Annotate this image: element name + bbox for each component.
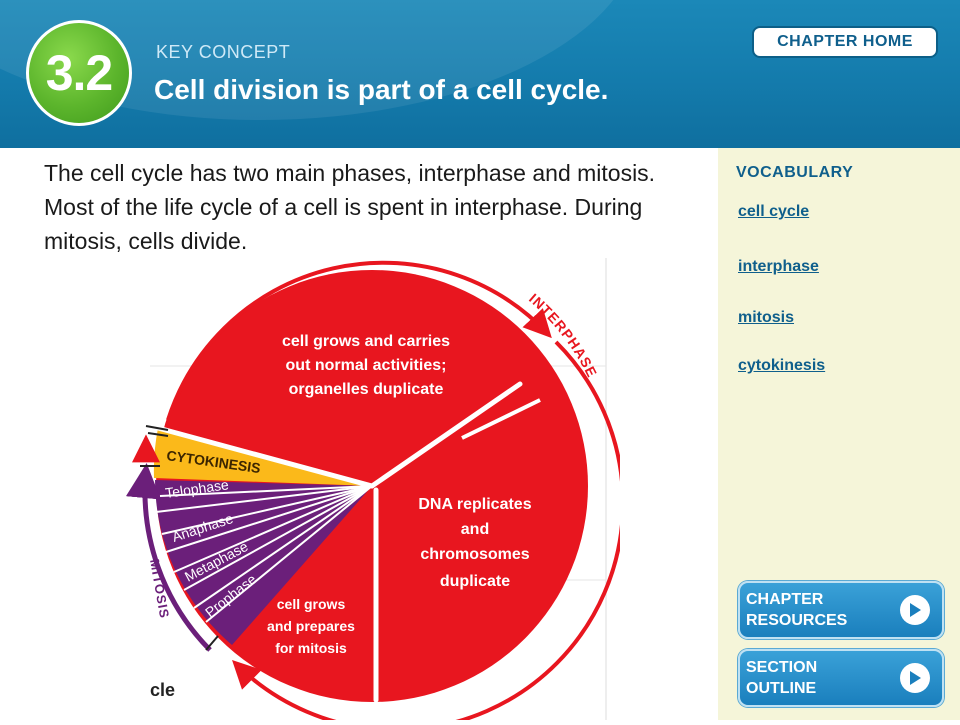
- section-outline-button[interactable]: SECTION OUTLINE: [738, 649, 944, 707]
- svg-text:out normal activities;: out normal activities;: [286, 357, 447, 374]
- vocab-link-mitosis[interactable]: mitosis: [738, 309, 795, 326]
- vocabulary-title: VOCABULARY: [736, 164, 854, 181]
- play-arrow-icon: [900, 663, 930, 693]
- svg-text:cell grows and carries: cell grows and carries: [282, 333, 450, 350]
- g1-description: cell grows and carries out normal activi…: [282, 333, 450, 398]
- svg-text:cell grows: cell grows: [277, 596, 346, 612]
- chapter-home-button[interactable]: CHAPTER HOME: [752, 26, 938, 58]
- chapter-resources-button[interactable]: CHAPTER RESOURCES: [738, 581, 944, 639]
- caption-fragment: cle: [150, 680, 175, 700]
- svg-text:organelles duplicate: organelles duplicate: [289, 381, 444, 398]
- mitosis-wedge: [155, 480, 372, 645]
- g2-description: cell grows and prepares for mitosis: [267, 596, 355, 656]
- svg-text:for mitosis: for mitosis: [275, 640, 347, 656]
- vocab-link-interphase[interactable]: interphase: [738, 258, 819, 275]
- page-title: Cell division is part of a cell cycle.: [154, 74, 609, 105]
- play-arrow-icon: [900, 595, 930, 625]
- svg-text:and prepares: and prepares: [267, 618, 355, 634]
- cell-cycle-diagram: INTERPHASE MITOSIS CYTOKINESIS Telophase…: [120, 256, 625, 725]
- vocab-link-cell-cycle[interactable]: cell cycle: [738, 203, 810, 220]
- vocab-link-cytokinesis[interactable]: cytokinesis: [738, 357, 826, 374]
- section-outline-label: SECTION OUTLINE: [746, 659, 818, 697]
- key-concept-label: KEY CONCEPT: [156, 42, 291, 62]
- svg-text:and: and: [461, 521, 489, 538]
- section-badge: 3.2: [26, 20, 132, 126]
- svg-text:duplicate: duplicate: [440, 573, 510, 590]
- svg-text:chromosomes: chromosomes: [420, 546, 529, 563]
- header-banner: [0, 0, 960, 148]
- chapter-resources-label: CHAPTER RESOURCES: [746, 591, 848, 629]
- intro-paragraph: The cell cycle has two main phases, inte…: [44, 160, 656, 254]
- svg-text:DNA replicates: DNA replicates: [418, 496, 531, 513]
- cell-cycle-svg: INTERPHASE MITOSIS CYTOKINESIS Telophase…: [125, 258, 625, 725]
- s-phase-description: DNA replicates and chromosomes duplicate: [418, 496, 531, 590]
